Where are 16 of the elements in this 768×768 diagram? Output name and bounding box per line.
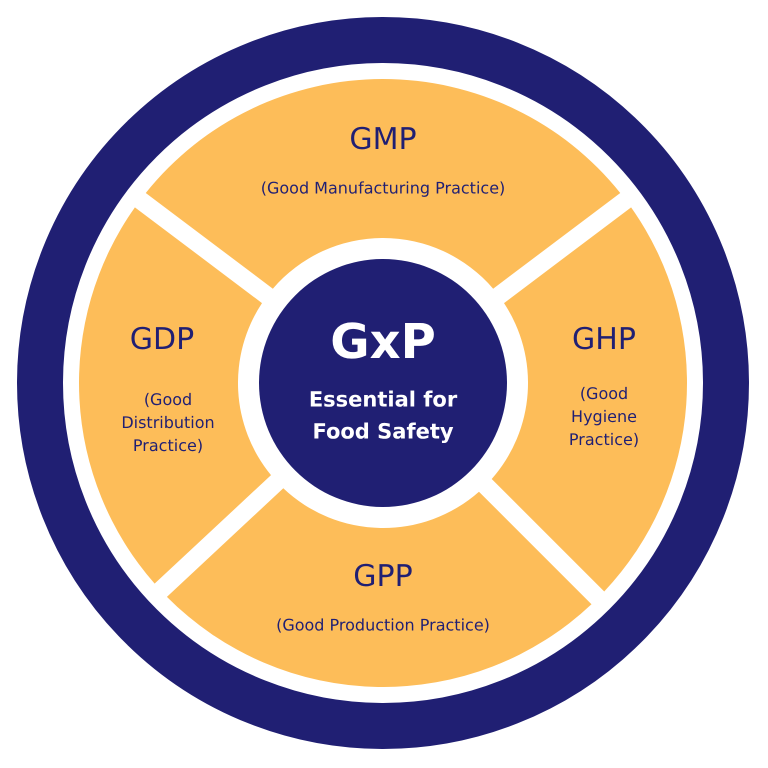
segment-description: (Good Hygiene Practice) — [568, 383, 640, 452]
segment-description: (Good Distribution Practice) — [120, 389, 216, 458]
segment-description: (Good Production Practice) — [276, 614, 490, 636]
center-circle — [259, 259, 507, 507]
segment-heading: GPP — [353, 559, 413, 595]
segment-heading: GDP — [130, 322, 194, 358]
ring-segment — [491, 207, 687, 592]
segment-heading: GHP — [572, 322, 636, 358]
center-subtitle: Essential for Food Safety — [308, 386, 458, 445]
center-title: GxP — [330, 314, 436, 372]
segment-description: (Good Manufacturing Practice) — [260, 177, 506, 200]
ring-segment — [145, 79, 621, 289]
segment-heading: GMP — [349, 122, 417, 158]
ring-segment — [79, 207, 272, 584]
ring-segment — [166, 488, 592, 687]
outer-ring — [17, 17, 749, 749]
